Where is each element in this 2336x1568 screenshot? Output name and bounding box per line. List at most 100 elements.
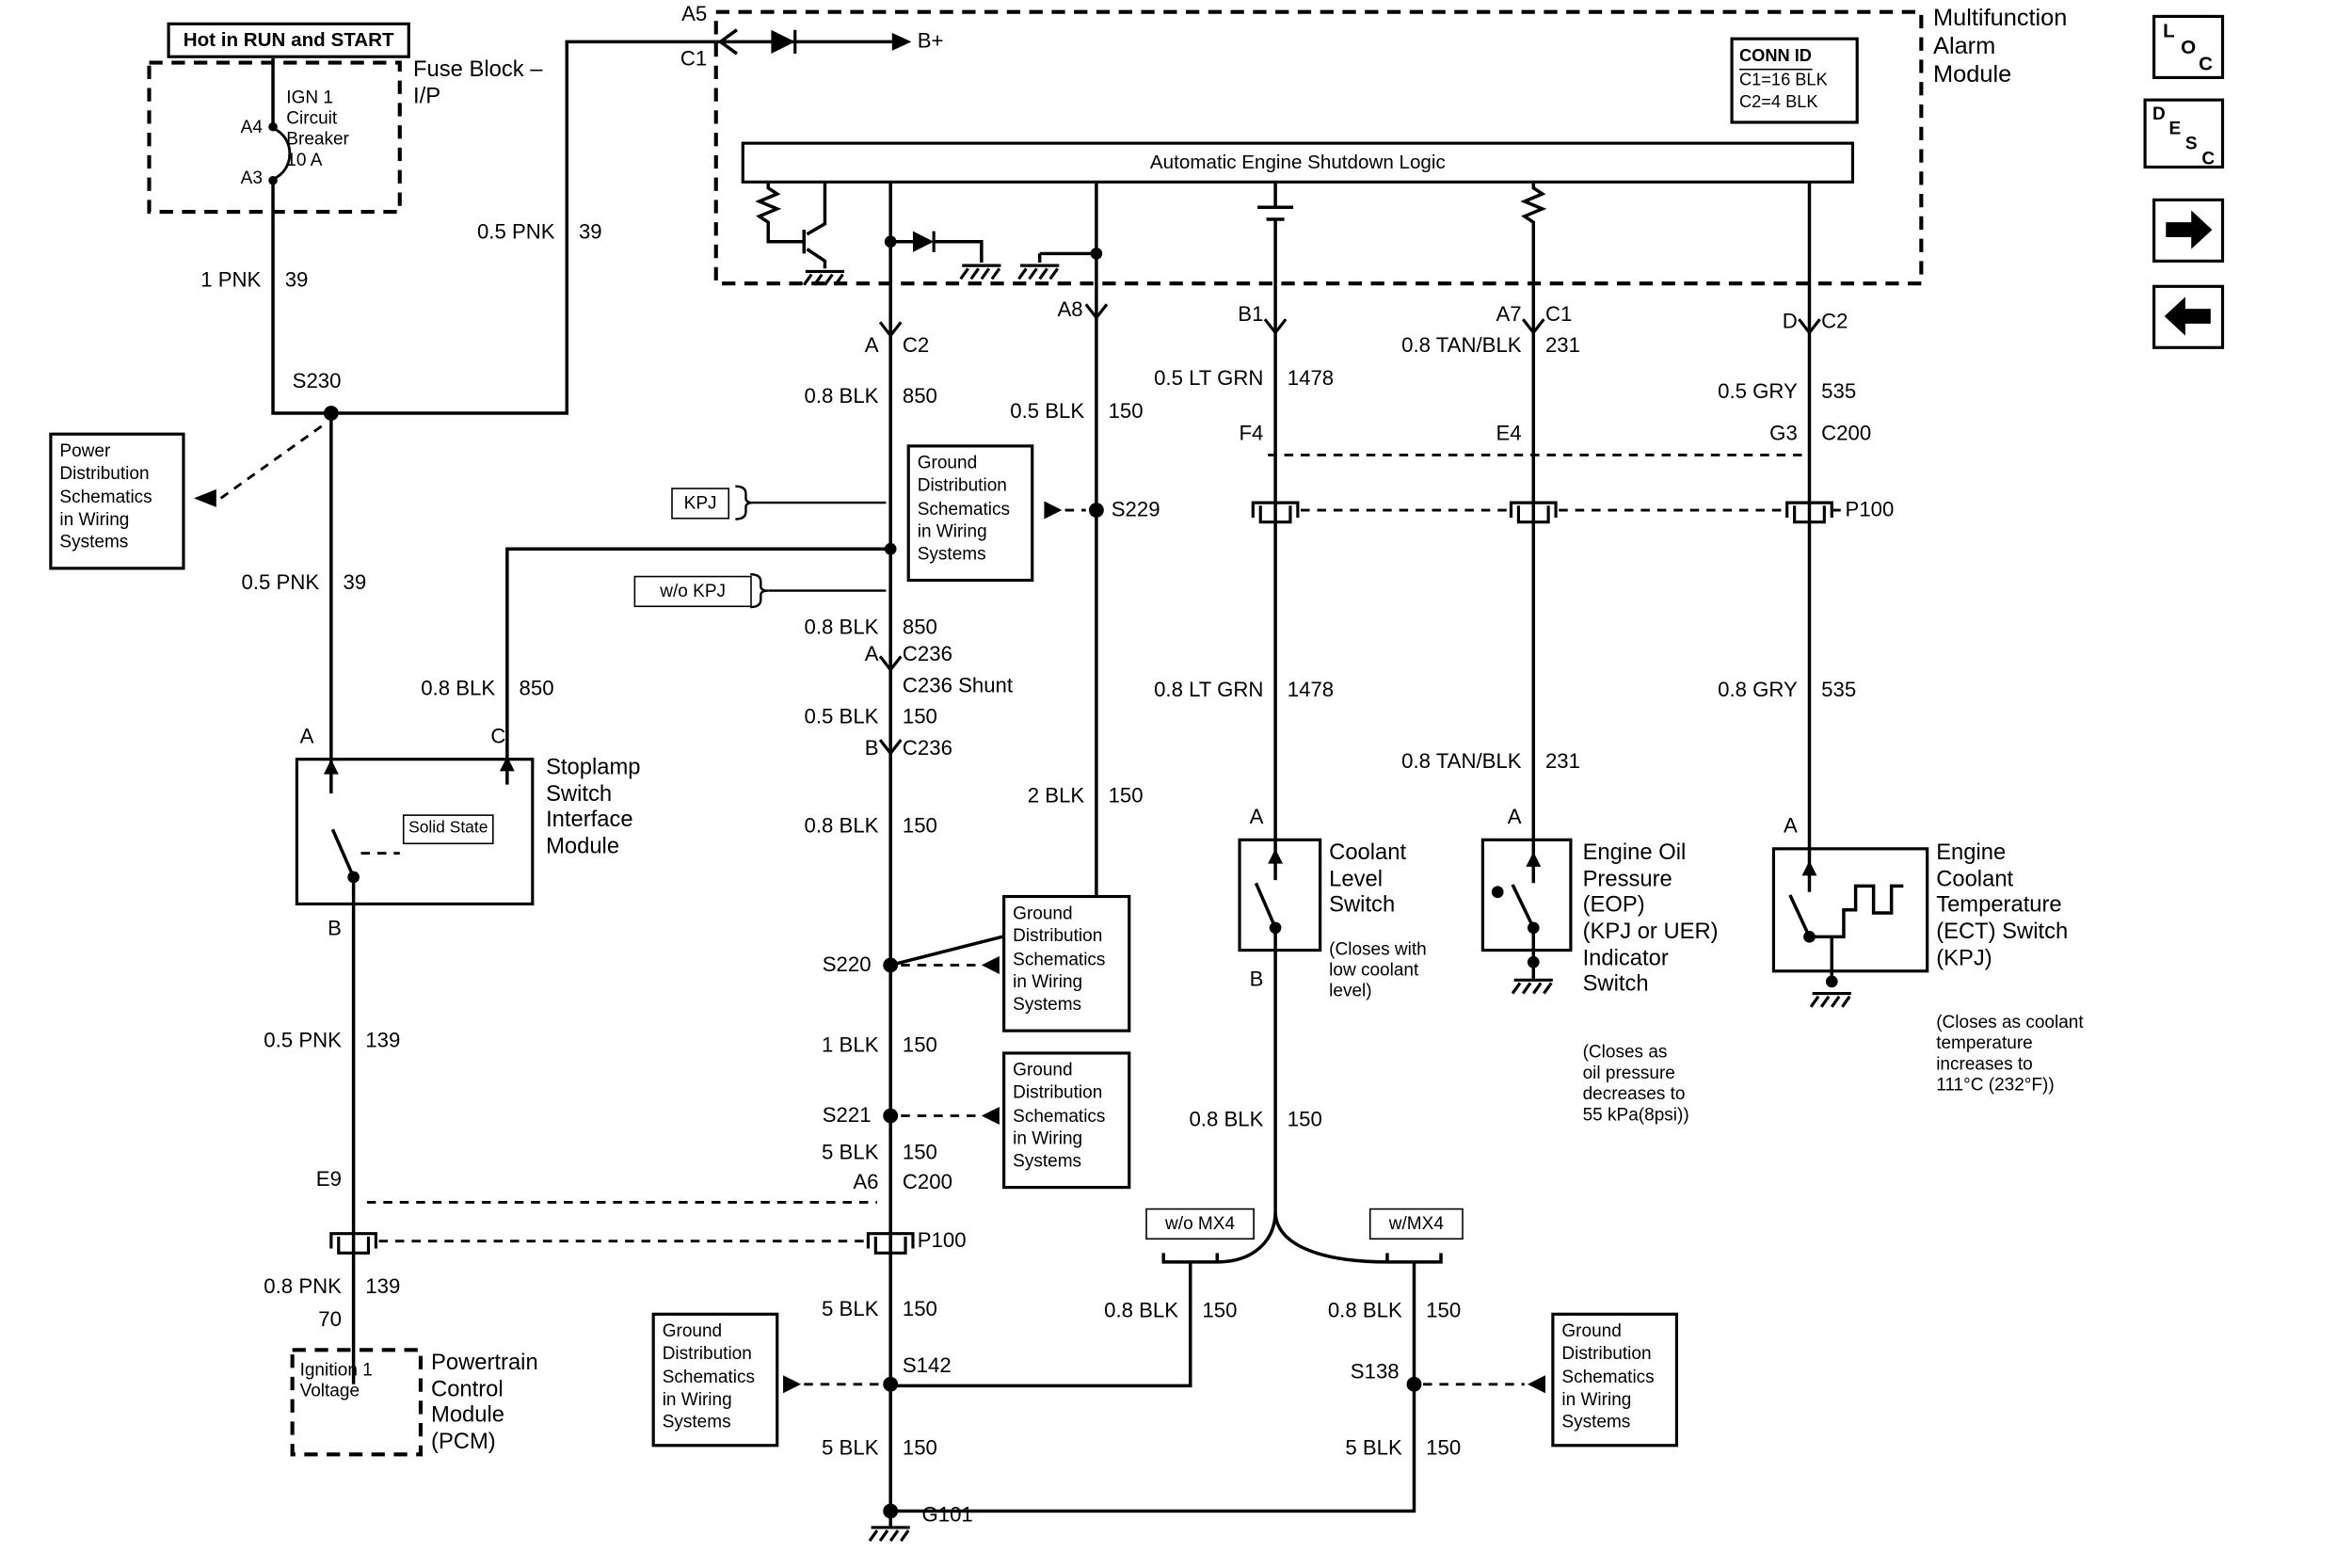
- bplus-label: B+: [917, 28, 944, 53]
- wire-gauge: 1 PNK: [200, 266, 262, 292]
- filled-symbols: [194, 29, 2213, 1394]
- wire-circuit: 1478: [1287, 677, 1335, 701]
- desc-letter: S: [2184, 133, 2198, 154]
- option-wo-mx4-tag: w/o MX4: [1145, 1208, 1255, 1240]
- coolant-title: Coolant Level Switch: [1329, 840, 1407, 919]
- diode-bars: [793, 29, 936, 252]
- splice-dots: [268, 121, 1838, 1519]
- wire-circuit: 150: [902, 1296, 937, 1320]
- solid-state-box: Solid State: [402, 814, 494, 845]
- desc-letter: C: [2201, 147, 2216, 169]
- dashed-boxes: [147, 9, 1924, 1457]
- wire-gauge: 5 BLK: [822, 1434, 879, 1460]
- wire-circuit: 39: [578, 218, 602, 244]
- splice-label-s220: S220: [822, 952, 872, 976]
- ref-ground-distribution-2[interactable]: Ground Distribution Schematics in Wiring…: [1002, 894, 1131, 1032]
- wire-gauge: 0.8 BLK: [1104, 1297, 1179, 1322]
- shunt-pin-b: B: [864, 735, 879, 760]
- nav-back-button[interactable]: [2152, 284, 2225, 349]
- splice-s229: [1088, 503, 1104, 518]
- wire-circuit: 150: [1426, 1434, 1462, 1460]
- module-title: Multifunction Alarm Module: [1933, 6, 2068, 88]
- diode-icon: [912, 231, 935, 252]
- stoplamp-term-a: A: [299, 723, 314, 748]
- pcm-pin-70: 70: [318, 1306, 342, 1331]
- loc-letter: O: [2181, 36, 2197, 58]
- wire-circuit: 150: [1108, 398, 1144, 423]
- connector-c200: C200: [1821, 420, 1872, 445]
- pin-c1: C1: [680, 46, 708, 71]
- ground-g101-dot: [883, 1503, 899, 1519]
- pin-g3: G3: [1769, 420, 1798, 445]
- pin-e9: E9: [315, 1166, 342, 1191]
- wire-gauge: 0.8 BLK: [804, 812, 879, 838]
- ref-ground-distribution-5[interactable]: Ground Distribution Schematics in Wiring…: [1551, 1312, 1679, 1448]
- splice-label-s142: S142: [902, 1352, 952, 1377]
- wire-gauge: 2 BLK: [1027, 783, 1085, 808]
- pcm-outline: [290, 1348, 424, 1457]
- shunt-title: C236 Shunt: [902, 672, 1014, 697]
- wire-circuit: 535: [1821, 677, 1857, 701]
- stoplamp-switch-module-box: [295, 758, 535, 906]
- wire-gauge: 0.8 TAN/BLK: [1401, 748, 1522, 773]
- ref-arrow-s220: [981, 955, 1000, 974]
- ect-term-a: A: [1783, 812, 1798, 838]
- nav-loc-button[interactable]: L O C: [2152, 14, 2225, 79]
- stoplamp-term-c: C: [490, 723, 506, 748]
- wire-gauge: 0.8 BLK: [804, 614, 879, 639]
- eop-switch-box: [1480, 838, 1573, 952]
- wire-circuit: 231: [1544, 748, 1580, 773]
- wire-circuit: 150: [902, 812, 937, 838]
- terminal-a4: A4: [240, 116, 263, 137]
- kpj-brace: [735, 485, 754, 520]
- eop-term-a: A: [1507, 804, 1522, 828]
- splice-s220: [883, 957, 899, 973]
- pin-f4: F4: [1239, 420, 1264, 445]
- wire-circuit: 231: [1544, 332, 1580, 357]
- splice-label-s221: S221: [822, 1102, 872, 1127]
- ref-arrow-s142: [783, 1375, 802, 1394]
- wire-gauge: 0.8 BLK: [804, 383, 879, 408]
- wire-circuit: 139: [365, 1027, 401, 1052]
- splice-s230: [323, 406, 339, 421]
- ground-label-g101: G101: [921, 1501, 973, 1527]
- wire-circuit: 1478: [1287, 365, 1335, 390]
- pin-d: D: [1782, 309, 1798, 333]
- nav-desc-button[interactable]: D E S C: [2143, 98, 2225, 169]
- eop-title: Engine Oil Pressure (EOP) (KPJ or UER) I…: [1582, 840, 1719, 998]
- automatic-engine-shutdown-logic-bar: Automatic Engine Shutdown Logic: [741, 141, 1855, 184]
- nav-forward-button[interactable]: [2152, 198, 2225, 263]
- wire-gauge: 1 BLK: [822, 1032, 879, 1057]
- wire-circuit: 139: [365, 1273, 401, 1298]
- wire-circuit: 850: [902, 383, 937, 408]
- ref-power-distribution[interactable]: Power Distribution Schematics in Wiring …: [49, 432, 185, 570]
- wire-gauge: 0.8 BLK: [421, 675, 496, 700]
- ect-switch-box: [1771, 847, 1929, 973]
- conn-id-c1: C1=16 BLK: [1738, 72, 1828, 90]
- pcm-title: Powertrain Control Module (PCM): [431, 1350, 538, 1455]
- wire-gauge: 0.8 GRY: [1718, 677, 1798, 701]
- wire-circuit: 39: [284, 266, 309, 292]
- ect-title: Engine Coolant Temperature (ECT) Switch …: [1936, 840, 2069, 971]
- eop-note: (Closes as oil pressure decreases to 55 …: [1582, 1041, 1689, 1126]
- option-kpj-tag: KPJ: [671, 488, 730, 520]
- diode-icon: [771, 29, 795, 55]
- wire-gauge: 0.8 LT GRN: [1154, 677, 1264, 701]
- ref-arrow-s138: [1527, 1375, 1545, 1394]
- wire-gauge: 0.5 PNK: [476, 218, 555, 244]
- wire-circuit: 850: [902, 614, 937, 639]
- ref-ground-distribution-1[interactable]: Ground Distribution Schematics in Wiring…: [906, 444, 1034, 583]
- ref-ground-distribution-3[interactable]: Ground Distribution Schematics in Wiring…: [1002, 1051, 1131, 1190]
- pcm-ignition-voltage: Ignition 1 Voltage: [299, 1358, 373, 1401]
- nav-back-arrow-icon: [2164, 296, 2211, 336]
- shunt-conn-c236: C236: [902, 735, 952, 760]
- nav-forward-arrow-icon: [2166, 210, 2213, 249]
- wire-gauge: 0.5 LT GRN: [1154, 365, 1264, 390]
- wire-gauge: 0.8 BLK: [1327, 1297, 1402, 1322]
- ref-ground-distribution-4[interactable]: Ground Distribution Schematics in Wiring…: [651, 1312, 779, 1448]
- stoplamp-title: Stoplamp Switch Interface Module: [546, 754, 641, 860]
- bplus-arrow-icon: [891, 32, 912, 51]
- wire-circuit: 150: [902, 1434, 937, 1460]
- wire-gauge: 0.5 BLK: [1010, 398, 1085, 423]
